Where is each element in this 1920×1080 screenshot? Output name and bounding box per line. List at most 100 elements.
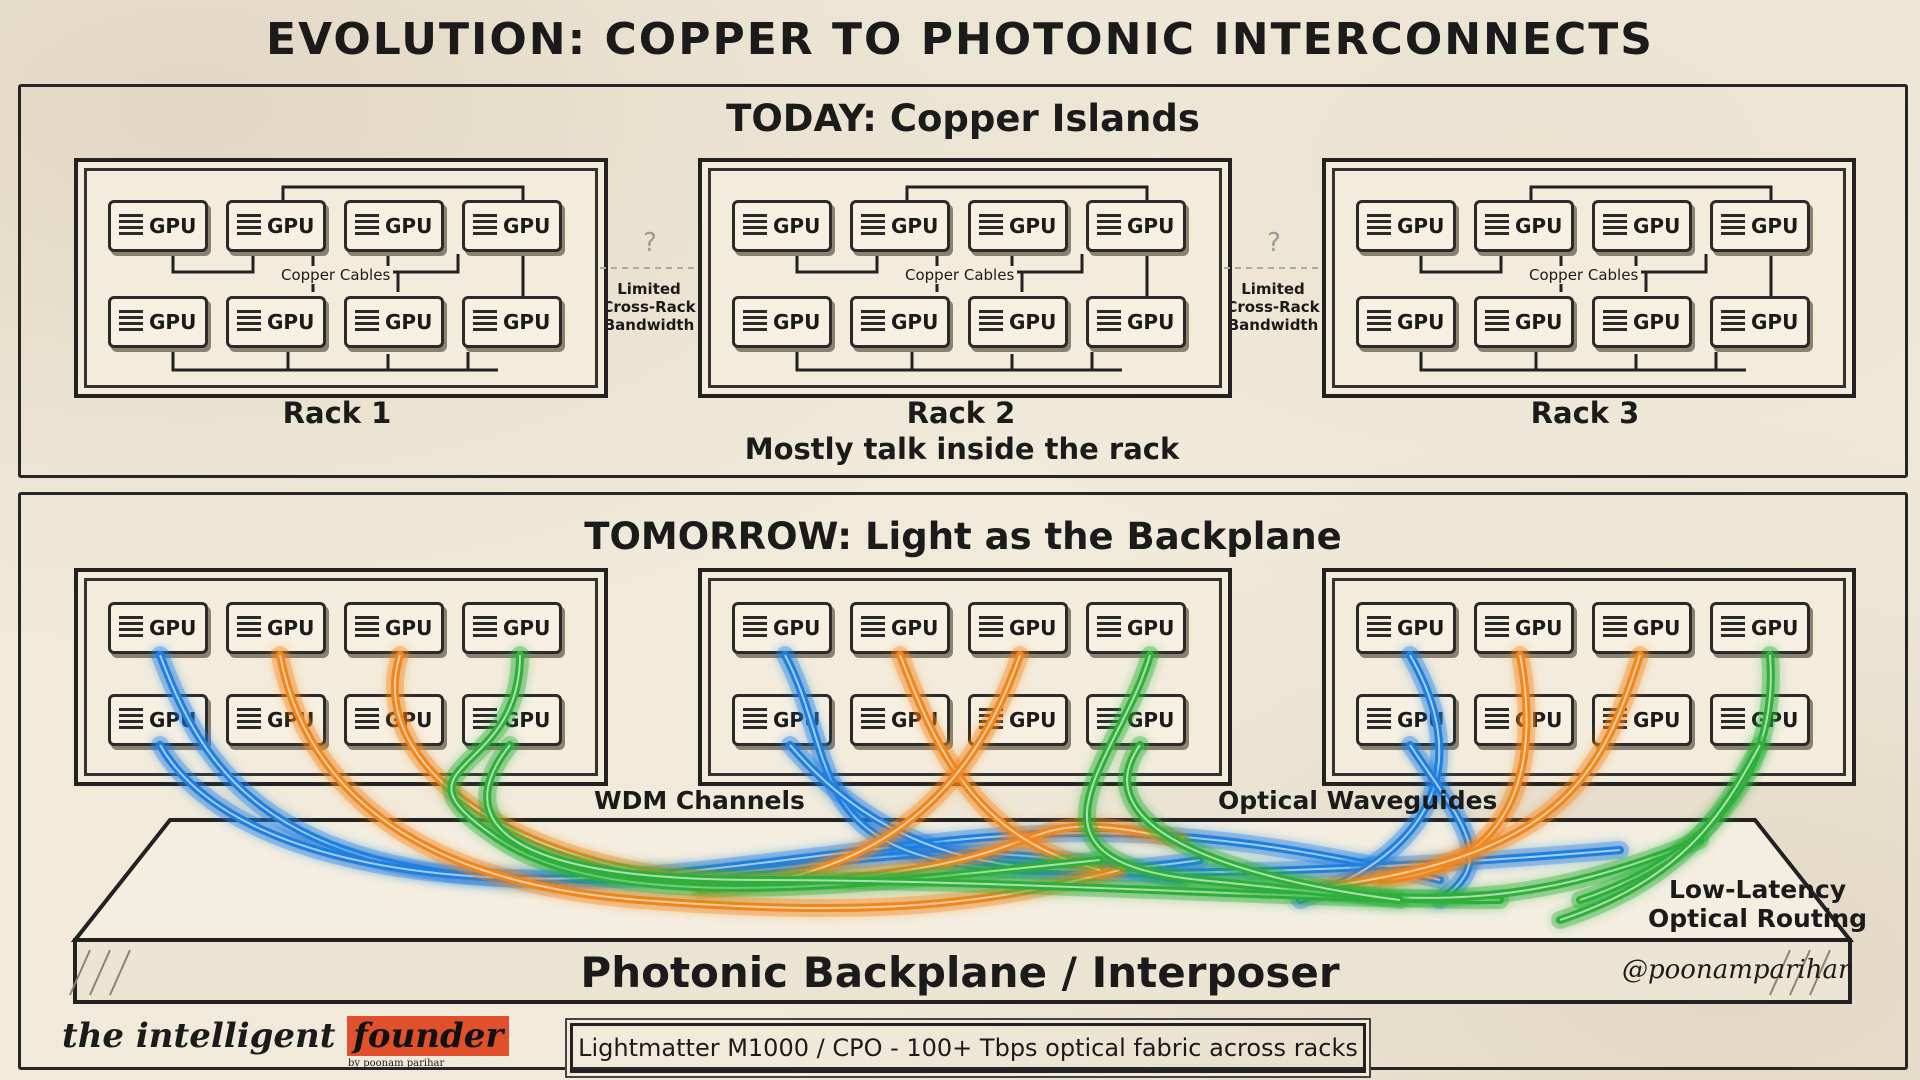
brand-logo: the intelligent founder [62, 1016, 510, 1056]
question-mark-1: ? [643, 228, 657, 258]
gpu-vent-icon [743, 616, 767, 640]
gpu-label: GPU [1009, 214, 1057, 238]
gpu-label: GPU [891, 214, 939, 238]
optical-waveguides-label: Optical Waveguides [1218, 786, 1498, 815]
gpu-vent-icon [1485, 616, 1509, 640]
gpu-card: GPU [850, 296, 950, 348]
gpu-label: GPU [385, 616, 433, 640]
gpu-vent-icon [1367, 616, 1391, 640]
fiber-highlight [1299, 654, 1641, 891]
fiber-highlight [1559, 744, 1761, 921]
gpu-label: GPU [1751, 214, 1799, 238]
gpu-card: GPU [344, 296, 444, 348]
gpu-label: GPU [1009, 310, 1057, 334]
today-caption: Mostly talk inside the rack [744, 432, 1180, 466]
gpu-card: GPU [1592, 200, 1692, 252]
gpu-label: GPU [1397, 214, 1445, 238]
gpu-label: GPU [1009, 708, 1057, 732]
gpu-label: GPU [1751, 310, 1799, 334]
gpu-vent-icon [979, 310, 1003, 334]
copper-cable [386, 354, 498, 372]
gpu-label: GPU [1397, 616, 1445, 640]
signature: @poonamparihar [1622, 955, 1851, 985]
gpu-vent-icon [979, 616, 1003, 640]
gpu-vent-icon [355, 708, 379, 732]
gpu-card: GPU [1710, 200, 1810, 252]
copper-cables-label: Copper Cables [902, 266, 1018, 284]
gpu-vent-icon [861, 310, 885, 334]
copper-cable [1419, 252, 1503, 274]
gpu-vent-icon [119, 616, 143, 640]
copper-cable [1010, 252, 1084, 274]
gpu-card: GPU [108, 200, 208, 252]
gpu-card: GPU [108, 296, 208, 348]
gpu-vent-icon [355, 616, 379, 640]
gpu-vent-icon [237, 310, 261, 334]
copper-cable [1010, 354, 1122, 372]
gpu-card: GPU [344, 602, 444, 654]
gpu-card: GPU [1356, 602, 1456, 654]
wdm-channels-label: WDM Channels [594, 786, 805, 815]
tomorrow-panel: TOMORROW: Light as the Backplane [18, 492, 1908, 1070]
gpu-card: GPU [1086, 296, 1186, 348]
gpu-label: GPU [1633, 310, 1681, 334]
rack-label: Rack 1 [282, 396, 392, 430]
gpu-card: GPU [968, 602, 1068, 654]
gpu-vent-icon [237, 214, 261, 238]
copper-cable [795, 252, 879, 274]
gpu-label: GPU [503, 214, 551, 238]
gpu-vent-icon [861, 708, 885, 732]
gpu-label: GPU [149, 616, 197, 640]
rack-label: Rack 3 [1530, 396, 1640, 430]
gpu-card: GPU [1592, 296, 1692, 348]
copper-cable [1634, 354, 1746, 372]
copper-cable [1534, 352, 1718, 372]
gpu-vent-icon [1721, 310, 1745, 334]
gpu-vent-icon [1367, 310, 1391, 334]
brand-logo-subtitle: by poonam parihar [348, 1058, 445, 1069]
gpu-vent-icon [1097, 616, 1121, 640]
gpu-label: GPU [1633, 708, 1681, 732]
today-heading: TODAY: Copper Islands [726, 97, 1200, 140]
gpu-card: GPU [1474, 296, 1574, 348]
gpu-vent-icon [119, 708, 143, 732]
gpu-vent-icon [1721, 214, 1745, 238]
tomorrow-heading: TOMORROW: Light as the Backplane [584, 515, 1342, 558]
gpu-label: GPU [1397, 310, 1445, 334]
gpu-card: GPU [462, 602, 562, 654]
gpu-label: GPU [773, 616, 821, 640]
gpu-vent-icon [355, 214, 379, 238]
gpu-card: GPU [850, 602, 950, 654]
gpu-card: GPU [1086, 602, 1186, 654]
gpu-vent-icon [861, 214, 885, 238]
gpu-card: GPU [968, 296, 1068, 348]
gpu-card: GPU [226, 602, 326, 654]
gpu-vent-icon [1097, 310, 1121, 334]
gpu-card: GPU [108, 602, 208, 654]
gpu-vent-icon [979, 214, 1003, 238]
gpu-label: GPU [1127, 310, 1175, 334]
gpu-vent-icon [1367, 708, 1391, 732]
gpu-vent-icon [743, 708, 767, 732]
gpu-label: GPU [1127, 214, 1175, 238]
gpu-label: GPU [1515, 616, 1563, 640]
fiber-highlight [1086, 654, 1701, 899]
gpu-label: GPU [1009, 616, 1057, 640]
gpu-label: GPU [385, 214, 433, 238]
gpu-vent-icon [1603, 214, 1627, 238]
gpu-vent-icon [743, 310, 767, 334]
gpu-card: GPU [226, 200, 326, 252]
gpu-vent-icon [1603, 616, 1627, 640]
fiber-highlight [279, 654, 1121, 910]
gpu-label: GPU [1515, 214, 1563, 238]
gpu-vent-icon [473, 616, 497, 640]
copper-cable [1634, 252, 1708, 274]
gpu-vent-icon [237, 708, 261, 732]
gpu-label: GPU [1127, 616, 1175, 640]
gpu-label: GPU [1515, 310, 1563, 334]
fiber-highlight [1409, 744, 1471, 901]
